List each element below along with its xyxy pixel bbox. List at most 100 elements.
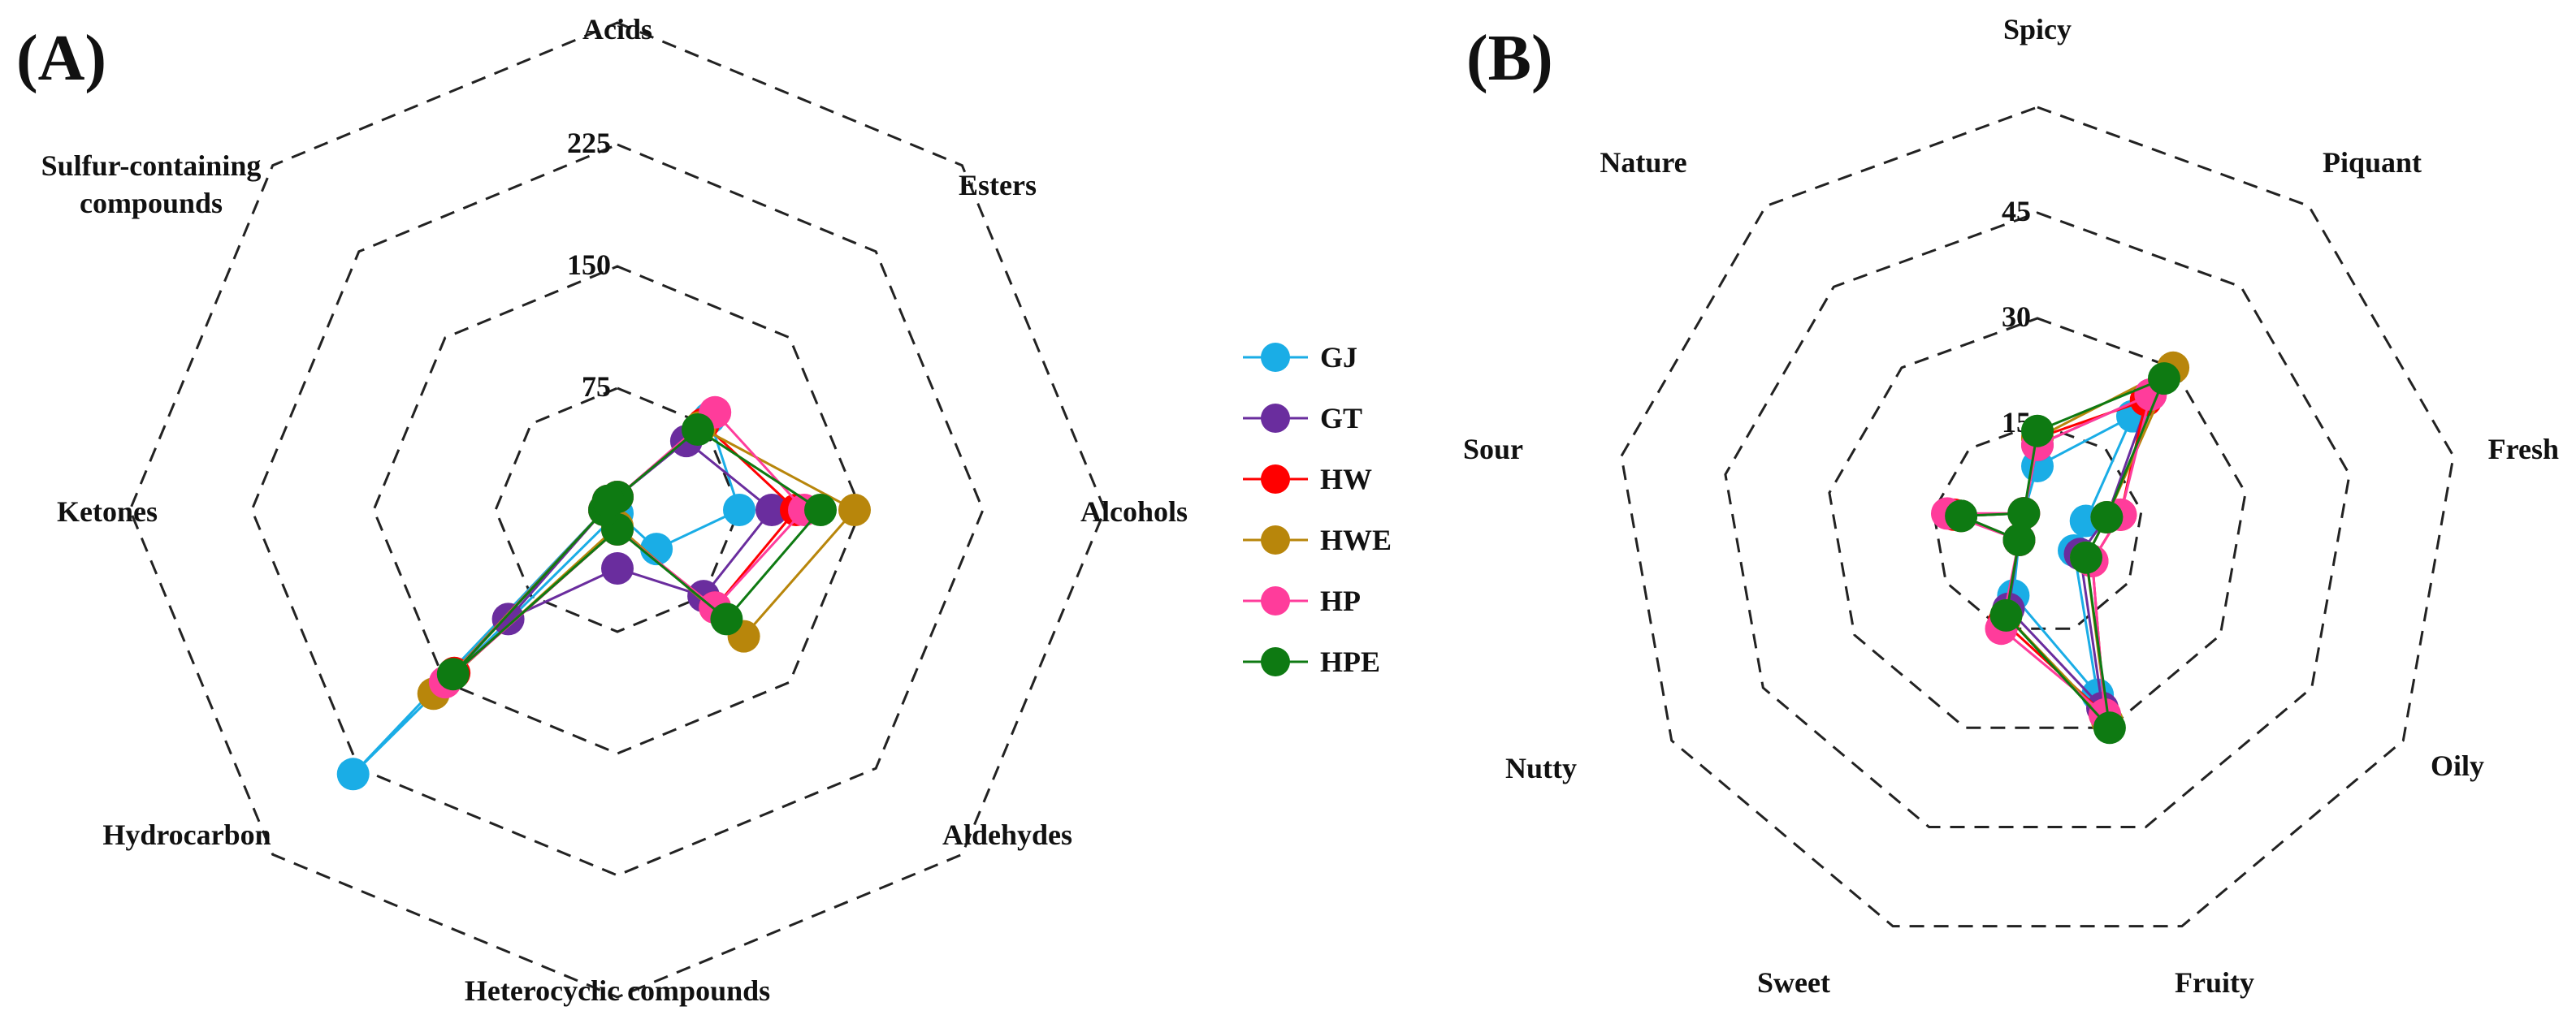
category-label: Ketones xyxy=(57,495,158,528)
legend-marker xyxy=(1261,647,1290,676)
category-label: Piquant xyxy=(2323,146,2422,179)
data-point xyxy=(682,413,714,446)
data-point xyxy=(2090,501,2124,533)
grid-ring xyxy=(250,143,985,877)
grid-ring xyxy=(128,21,1106,999)
category-label: Fruity xyxy=(2175,966,2254,999)
data-point xyxy=(436,658,470,691)
data-point xyxy=(2021,414,2054,447)
category-label: Heterocyclic compounds xyxy=(465,974,770,1007)
data-point xyxy=(601,552,634,585)
legend-label: GT xyxy=(1320,402,1362,434)
tick-labels: 075150225 xyxy=(567,127,611,525)
radar-chart-a: 075150225AcidsEstersAlcoholsAldehydesHet… xyxy=(41,13,1188,1007)
category-label-line: Aldehydes xyxy=(942,819,1072,851)
legend-marker xyxy=(1261,404,1290,433)
category-label-line: compounds xyxy=(80,187,223,219)
series-line xyxy=(1946,392,2153,718)
data-point xyxy=(336,758,370,791)
category-label: Hydrocarbon xyxy=(102,819,271,851)
category-label-line: Fruity xyxy=(2175,966,2254,999)
data-point xyxy=(804,494,837,526)
category-label-line: Piquant xyxy=(2323,146,2422,179)
category-label-line: Oily xyxy=(2431,749,2484,782)
tick-label: 45 xyxy=(2002,195,2031,227)
legend-marker xyxy=(1261,343,1290,372)
category-label-line: Esters xyxy=(959,169,1037,201)
data-point xyxy=(755,494,788,526)
panel-b-label: (B) xyxy=(1466,23,1553,94)
series-hwe xyxy=(417,411,871,711)
data-point xyxy=(723,494,755,526)
grid-rings xyxy=(128,21,1106,999)
grid-ring xyxy=(372,265,863,755)
data-point xyxy=(640,533,673,566)
data-point xyxy=(2148,362,2180,395)
category-labels: AcidsEstersAlcoholsAldehydesHeterocyclic… xyxy=(41,13,1188,1007)
category-label: Esters xyxy=(959,169,1037,201)
grid-ring xyxy=(1724,211,2351,828)
category-label: Aldehydes xyxy=(942,819,1072,851)
legend-item-gt: GT xyxy=(1243,402,1362,434)
series-hpe xyxy=(1945,362,2180,745)
category-label: Sour xyxy=(1463,433,1523,465)
series-line xyxy=(352,416,741,775)
radar-chart-b: 0153045SpicyPiquantFreshOilyFruitySweetN… xyxy=(1463,13,2559,999)
legend-label: HP xyxy=(1320,585,1361,617)
data-point xyxy=(710,603,743,636)
category-label-line: Hydrocarbon xyxy=(102,819,271,851)
category-label: Fresh xyxy=(2488,433,2559,465)
category-label-line: Nature xyxy=(1600,146,1686,179)
data-point xyxy=(2093,711,2126,745)
category-label: Sweet xyxy=(1757,966,1830,999)
grid-ring xyxy=(1620,106,2455,928)
legend-label: HPE xyxy=(1320,646,1380,678)
data-point xyxy=(2002,524,2036,556)
data-point xyxy=(1989,598,2023,632)
legend-label: HWE xyxy=(1320,524,1392,556)
tick-label: 150 xyxy=(567,248,611,281)
series-hpe xyxy=(436,413,837,691)
legend-marker xyxy=(1261,464,1290,494)
category-label: Alcohols xyxy=(1080,495,1188,528)
category-label-line: Heterocyclic compounds xyxy=(465,974,770,1007)
category-label: Nutty xyxy=(1505,752,1577,784)
category-label-line: Spicy xyxy=(2003,13,2072,45)
category-label-line: Fresh xyxy=(2488,433,2559,465)
legend-marker xyxy=(1261,525,1290,555)
category-label-line: Sour xyxy=(1463,433,1523,465)
series-line xyxy=(432,425,857,695)
data-point xyxy=(491,603,525,636)
category-label-line: Ketones xyxy=(57,495,158,528)
tick-label: 30 xyxy=(2002,300,2031,333)
panel-a-label: (A) xyxy=(16,23,106,94)
legend: GJ GT HW HWE HP HPE xyxy=(1243,341,1392,678)
legend-item-hw: HW xyxy=(1243,463,1372,495)
tick-labels: 0153045 xyxy=(2002,195,2031,544)
data-point xyxy=(838,494,871,526)
legend-item-gj: GJ xyxy=(1243,341,1357,374)
category-label: Acids xyxy=(582,13,652,45)
category-label: Nature xyxy=(1600,146,1686,179)
grid-ring xyxy=(1828,317,2247,729)
legend-label: GJ xyxy=(1320,341,1357,374)
series-hw xyxy=(438,407,812,689)
legend-item-hwe: HWE xyxy=(1243,524,1392,556)
category-label: Spicy xyxy=(2003,13,2072,45)
data-point xyxy=(2007,497,2041,530)
series-hp xyxy=(428,395,820,699)
data-point xyxy=(591,484,625,517)
category-label: Oily xyxy=(2431,749,2484,782)
category-label: Sulfur-containing compounds xyxy=(41,149,262,219)
tick-label: 225 xyxy=(567,127,611,159)
data-point xyxy=(2070,541,2102,574)
category-label-line: Sulfur-containing xyxy=(41,149,262,182)
tick-label: 75 xyxy=(582,370,611,403)
category-label-line: Sweet xyxy=(1757,966,1830,999)
data-point xyxy=(1945,499,1978,533)
series-gt xyxy=(491,425,788,636)
legend-item-hp: HP xyxy=(1243,585,1361,617)
series-line xyxy=(1960,376,2167,732)
